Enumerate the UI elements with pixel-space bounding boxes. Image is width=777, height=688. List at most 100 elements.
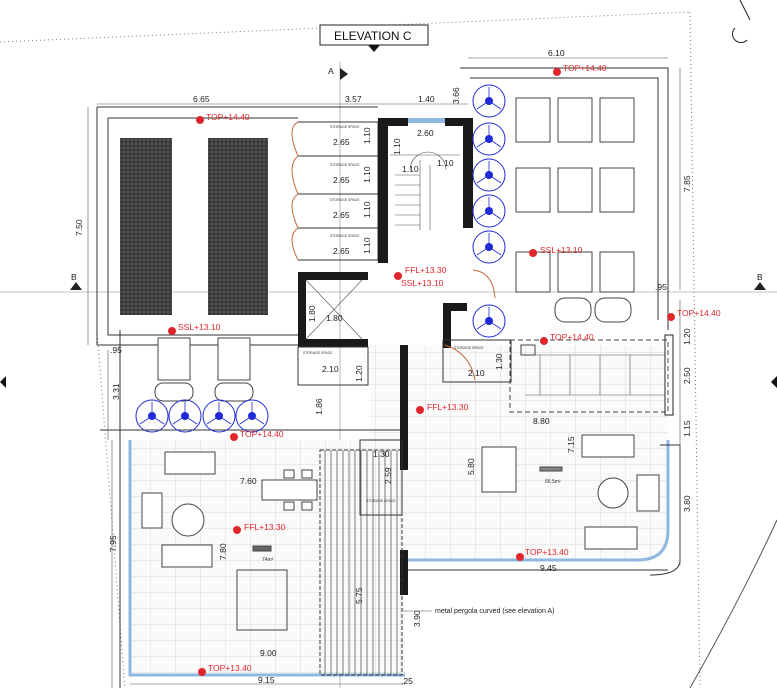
fan-icon bbox=[472, 230, 506, 264]
dim-label: 1.10 bbox=[437, 158, 454, 168]
kitchen-counter bbox=[509, 339, 669, 413]
dim-label: 3.90 bbox=[412, 610, 422, 627]
level-marker: TOP+14.40 bbox=[667, 308, 721, 321]
wall bbox=[400, 345, 408, 470]
solar-panel-array bbox=[120, 138, 172, 315]
dim-label: 9.15 bbox=[258, 675, 275, 685]
fan-icon bbox=[472, 122, 506, 156]
level-label: TOP+14.40 bbox=[550, 332, 594, 342]
dim-label: 2.50 bbox=[682, 367, 692, 384]
dim-label: 9.00 bbox=[260, 648, 277, 658]
level-marker: FFL+13.30 bbox=[233, 522, 286, 534]
furniture bbox=[141, 434, 660, 631]
level-label: TOP+13.40 bbox=[525, 547, 569, 557]
dim-label: 6.10 bbox=[548, 48, 565, 58]
fan-icon bbox=[168, 399, 202, 433]
dim-label: 7.95 bbox=[108, 535, 118, 552]
dim-label: .95 bbox=[655, 282, 667, 292]
dim-label: 3.57 bbox=[345, 94, 362, 104]
section-arrow-icon bbox=[340, 68, 348, 80]
dim-label: 1.86 bbox=[314, 398, 324, 415]
level-marker: TOP+13.40 bbox=[198, 663, 252, 676]
dimension-lines bbox=[87, 57, 681, 688]
section-marker-b-right: B bbox=[757, 272, 763, 282]
wall bbox=[400, 550, 408, 595]
dim-label: 1.10 bbox=[362, 166, 372, 183]
area-kitchen: 66.5m² bbox=[545, 479, 561, 485]
dim-label: .95 bbox=[110, 345, 122, 355]
level-marker: SSL+13.10 bbox=[168, 322, 221, 335]
section-arrow-icon bbox=[754, 282, 766, 290]
dim-label: 1.10 bbox=[392, 138, 402, 155]
fan-icon bbox=[472, 158, 506, 192]
level-label: FFL+13.30 bbox=[244, 522, 286, 532]
dim-label: 1.40 bbox=[418, 94, 435, 104]
dim-label: 1.10 bbox=[402, 164, 419, 174]
storage-label: STORAGE SPACE bbox=[330, 125, 360, 129]
fan-icon bbox=[472, 194, 506, 228]
level-marker: TOP+14.40 bbox=[540, 332, 594, 345]
dim-label: 2.65 bbox=[333, 175, 350, 185]
dim-label: 1.15 bbox=[682, 420, 692, 437]
storage-labels: STORAGE SPACE STORAGE SPACE STORAGE SPAC… bbox=[303, 125, 484, 503]
dimension-labels: 6.65 3.57 1.40 3.66 6.10 7.50 7.85 .95 .… bbox=[74, 48, 692, 686]
dim-label: 9.45 bbox=[540, 563, 557, 573]
level-marker: TOP+14.40 bbox=[553, 63, 607, 76]
stair-core bbox=[378, 118, 496, 299]
level-label: TOP+14.40 bbox=[206, 112, 250, 122]
north-arrow-icon bbox=[732, 0, 751, 43]
level-label: FFL+13.30 bbox=[405, 265, 447, 275]
dim-label: 1.20 bbox=[682, 328, 692, 345]
dim-label: 6.65 bbox=[193, 94, 210, 104]
dim-label: .25 bbox=[401, 676, 413, 686]
dim-label: 2.65 bbox=[333, 246, 350, 256]
level-label: TOP+14.40 bbox=[240, 429, 284, 439]
level-marker: TOP+14.40 bbox=[230, 429, 284, 441]
level-marker: SSL+13.10 bbox=[529, 245, 583, 257]
dim-label: 7.85 bbox=[682, 175, 692, 192]
dim-label: 1.80 bbox=[326, 313, 343, 323]
section-marker-a: A bbox=[328, 66, 334, 76]
storage-label: STORAGE SPACE bbox=[330, 234, 360, 238]
dim-label: 7.15 bbox=[566, 436, 576, 453]
dim-label: 3.66 bbox=[451, 87, 461, 104]
sunbeds bbox=[154, 97, 635, 402]
ceiling-fans bbox=[135, 84, 506, 433]
storage-label: STORAGE SPACE bbox=[366, 499, 396, 503]
dim-label: 5.75 bbox=[354, 587, 364, 604]
glass-edge-kitchen bbox=[405, 440, 670, 562]
dim-label: 7.60 bbox=[240, 476, 257, 486]
dim-label: 2.59 bbox=[383, 467, 393, 484]
dim-label: 3.31 bbox=[111, 383, 121, 400]
fan-icon bbox=[472, 84, 506, 118]
section-marker-b-left: B bbox=[71, 272, 77, 282]
level-label: TOP+14.40 bbox=[677, 308, 721, 318]
wall bbox=[664, 334, 674, 416]
storage-label: STORAGE SPACE bbox=[330, 198, 360, 202]
dim-label: 2.60 bbox=[417, 128, 434, 138]
dim-label: 2.65 bbox=[333, 137, 350, 147]
dim-label: 2.10 bbox=[322, 364, 339, 374]
elevation-title-text: ELEVATION C bbox=[334, 29, 412, 43]
storage-label: STORAGE SPACE bbox=[330, 163, 360, 167]
corridor-floor bbox=[370, 345, 668, 440]
pergola-outline bbox=[319, 449, 403, 676]
dim-label: 1.30 bbox=[494, 353, 504, 370]
dim-label: 7.80 bbox=[218, 543, 228, 560]
storage-label: STORAGE SPACE bbox=[454, 346, 484, 350]
pergola-note: metal pergola curved (see elevation A) bbox=[435, 608, 554, 615]
dim-label: 7.50 bbox=[74, 219, 84, 236]
dim-label: 2.65 bbox=[333, 210, 350, 220]
level-label: FFL+13.30 bbox=[427, 402, 469, 412]
level-label: SSL+13.10 bbox=[540, 245, 583, 255]
dim-label: 3.80 bbox=[682, 495, 692, 512]
glass-edge-living bbox=[128, 440, 405, 677]
dim-label: 1.10 bbox=[362, 237, 372, 254]
level-label: TOP+13.40 bbox=[208, 663, 252, 673]
level-marker: FFL+13.30 bbox=[416, 402, 469, 414]
fan-icon bbox=[135, 399, 169, 433]
level-label: SSL+13.10 bbox=[178, 322, 221, 332]
area-living: 74m² bbox=[262, 557, 274, 563]
fan-icon bbox=[472, 304, 506, 338]
